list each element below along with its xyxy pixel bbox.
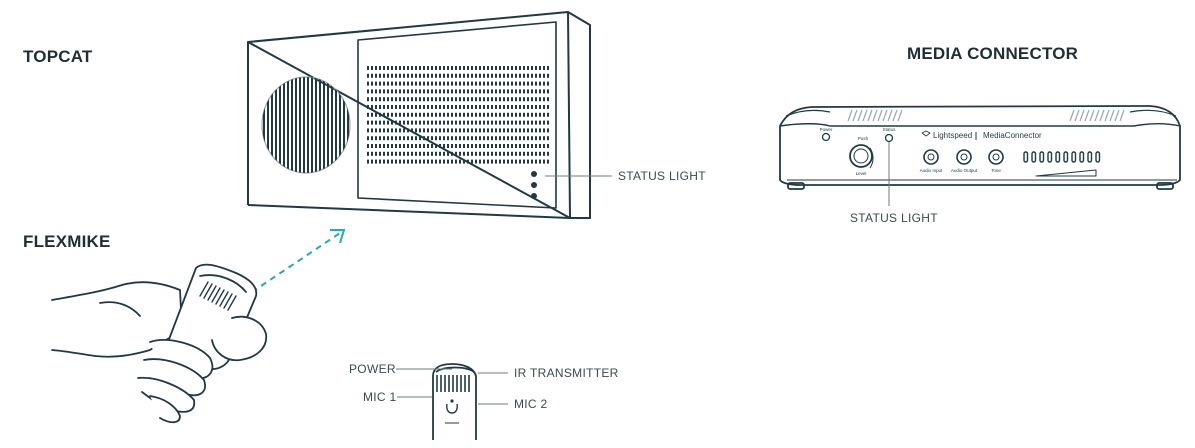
- mc-power-label: Power: [820, 127, 833, 132]
- media-connector-heading: MEDIA CONNECTOR: [907, 44, 1079, 63]
- mc-product-label: MediaConnector: [983, 131, 1042, 140]
- topcat-speaker: [247, 11, 591, 219]
- power-label: POWER: [349, 362, 396, 376]
- mc-tone-label: Tone: [991, 168, 1001, 173]
- hand-holding-flexmike: [51, 263, 268, 424]
- media-status-light-label: STATUS LIGHT: [850, 211, 938, 225]
- mic1-label: MIC 1: [363, 390, 397, 404]
- ir-transmitter-label: IR TRANSMITTER: [514, 366, 619, 380]
- flexmike-heading: FLEXMIKE: [23, 232, 111, 251]
- topcat-status-light: [531, 171, 537, 177]
- media-connector-status-light: [884, 133, 894, 143]
- mic2-label: MIC 2: [514, 397, 548, 411]
- mc-level-label: Level: [856, 171, 867, 176]
- mc-audio-input-label: Audio Input: [920, 168, 944, 173]
- mc-brand-label: Lightspeed: [933, 131, 972, 140]
- topcat-status-light-label: STATUS LIGHT: [618, 169, 706, 183]
- mc-status-label: Status: [883, 127, 897, 132]
- level-knob: [849, 144, 873, 168]
- ir-beam-arrow: [251, 230, 344, 293]
- media-connector-device: [779, 105, 1181, 190]
- flexmike-front-view: [432, 363, 477, 440]
- mc-audio-output-label: Audio Output: [951, 168, 978, 173]
- topcat-heading: TOPCAT: [23, 47, 93, 66]
- mc-push-label: Push: [858, 136, 869, 141]
